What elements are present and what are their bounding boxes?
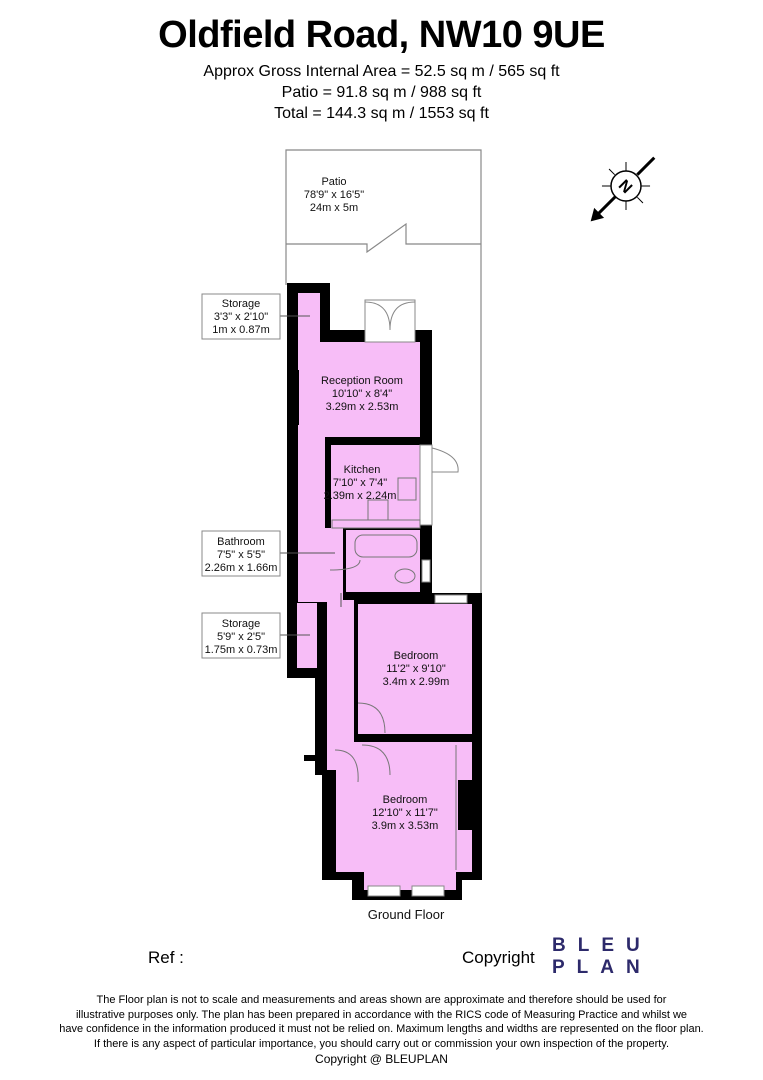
bedroom1-name: Bedroom xyxy=(394,650,439,662)
reception-imperial: 10'10" x 8'4" xyxy=(332,388,392,400)
north-compass-icon: N xyxy=(590,156,656,222)
kitchen-imperial: 7'10" x 7'4" xyxy=(333,477,387,489)
bathroom-metric: 2.26m x 1.66m xyxy=(205,562,278,574)
sink xyxy=(397,477,417,501)
bedroom2-room xyxy=(336,742,472,872)
storage2-imperial: 5'9" x 2'5" xyxy=(217,631,265,643)
bay-window-left xyxy=(367,885,401,897)
copyright-label: Copyright xyxy=(462,948,535,967)
bedroom2-metric: 3.9m x 3.53m xyxy=(372,820,439,832)
bathroom-window xyxy=(421,559,431,583)
page-title: Oldfield Road, NW10 9UE xyxy=(158,14,605,56)
bedroom1-window xyxy=(434,594,468,604)
patio-outline xyxy=(285,149,482,594)
logo-line-1: BLEU xyxy=(552,935,652,956)
room-labels: Patio 78'9" x 16'5" 24m x 5m Storage 3'3… xyxy=(205,176,450,922)
kitchen-name: Kitchen xyxy=(344,464,381,476)
reception-name: Reception Room xyxy=(321,375,403,387)
entrance-arrow-icon xyxy=(304,749,326,767)
kitchen-door-swing xyxy=(431,447,459,473)
leader-lines xyxy=(280,315,342,636)
kitchen-metric: 2.39m x 2.24m xyxy=(324,490,397,502)
storage1-room xyxy=(298,293,320,343)
disclaimer-line: If there is any aspect of particular imp… xyxy=(93,1037,670,1050)
bathroom-label-box xyxy=(201,530,281,577)
disclaimer-line: illustrative purposes only. The plan has… xyxy=(75,1008,688,1021)
bedroom1-imperial: 11'2" x 9'10" xyxy=(386,663,446,675)
bedroom1-room xyxy=(358,604,472,734)
patio-imperial: 78'9" x 16'5" xyxy=(304,189,364,201)
logo-line-2: PLAN xyxy=(552,957,652,978)
storage1-imperial: 3'3" x 2'10" xyxy=(214,311,268,323)
bathroom-name: Bathroom xyxy=(217,536,265,548)
storage2-name: Storage xyxy=(222,618,261,630)
storage2-label-box xyxy=(201,612,281,659)
bathroom-room xyxy=(346,530,420,592)
bathroom-door xyxy=(329,559,361,571)
chimney-breast xyxy=(458,780,472,830)
disclaimer-line: The Floor plan is not to scale and measu… xyxy=(96,994,667,1006)
bay-window-right xyxy=(411,885,445,897)
rooms xyxy=(297,293,472,890)
kitchen-door-frame xyxy=(419,444,433,526)
disclaimer: The Floor plan is not to scale and measu… xyxy=(0,993,763,1067)
bleuplan-logo: BLEU PLAN xyxy=(552,935,652,979)
disclaimer-line: have confidence in the information produ… xyxy=(59,1023,704,1035)
corridor xyxy=(298,437,325,602)
entrance-door xyxy=(334,749,359,783)
patio-area: Patio = 91.8 sq m / 988 sq ft xyxy=(281,84,482,101)
bedroom2-imperial: 12'10" x 11'7" xyxy=(372,807,438,819)
reference: Ref : xyxy=(148,948,184,967)
bedroom1-door xyxy=(357,702,386,734)
floor-label: Ground Floor xyxy=(368,907,445,922)
hob xyxy=(367,499,389,521)
reception-room xyxy=(298,342,420,437)
bedroom1-metric: 3.4m x 2.99m xyxy=(383,676,450,688)
storage1-label-box xyxy=(201,293,281,340)
storage1-metric: 1m x 0.87m xyxy=(212,324,269,336)
patio-metric: 24m x 5m xyxy=(310,202,358,214)
hall-upper xyxy=(325,528,343,602)
toilet xyxy=(394,568,416,584)
bathroom-imperial: 7'5" x 5'5" xyxy=(217,549,265,561)
hall xyxy=(327,600,354,770)
bedroom2-name: Bedroom xyxy=(383,794,428,806)
storage2-metric: 1.75m x 0.73m xyxy=(205,644,278,656)
french-door-swing xyxy=(364,301,416,331)
total-area: Total = 144.3 sq m / 1553 sq ft xyxy=(274,105,489,122)
chimney-breast-left xyxy=(287,370,299,425)
storage1-name: Storage xyxy=(222,298,261,310)
kitchen-room xyxy=(331,445,420,528)
french-doors xyxy=(364,299,416,343)
gross-area: Approx Gross Internal Area = 52.5 sq m /… xyxy=(203,63,560,80)
copyright-line: Copyright @ BLEUPLAN xyxy=(315,1052,448,1066)
bedroom2-door xyxy=(361,744,391,776)
bay-window-area xyxy=(364,870,456,890)
patio-name: Patio xyxy=(321,176,346,188)
bath xyxy=(354,534,418,558)
reception-metric: 3.29m x 2.53m xyxy=(326,401,399,413)
